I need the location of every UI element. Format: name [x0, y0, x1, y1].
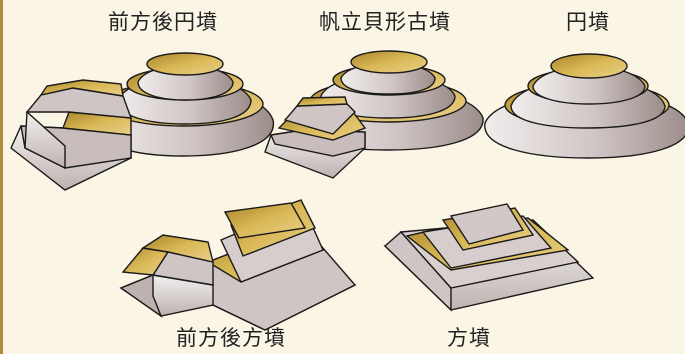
- hotate-illustration: [264, 50, 484, 179]
- zenpo-koen-illustration: [10, 52, 274, 191]
- zenpo-koho-illustration: [119, 199, 357, 331]
- label-enpun: 円墳: [566, 10, 610, 34]
- label-hofun: 方墳: [447, 326, 491, 350]
- hofun-illustration: [383, 203, 595, 312]
- illustrations: [10, 50, 685, 331]
- label-zenpo-koho: 前方後方墳: [176, 326, 286, 350]
- label-zenpo-koen: 前方後円墳: [108, 10, 218, 34]
- label-hotate: 帆立貝形古墳: [319, 10, 451, 34]
- enpun-illustration: [484, 53, 685, 159]
